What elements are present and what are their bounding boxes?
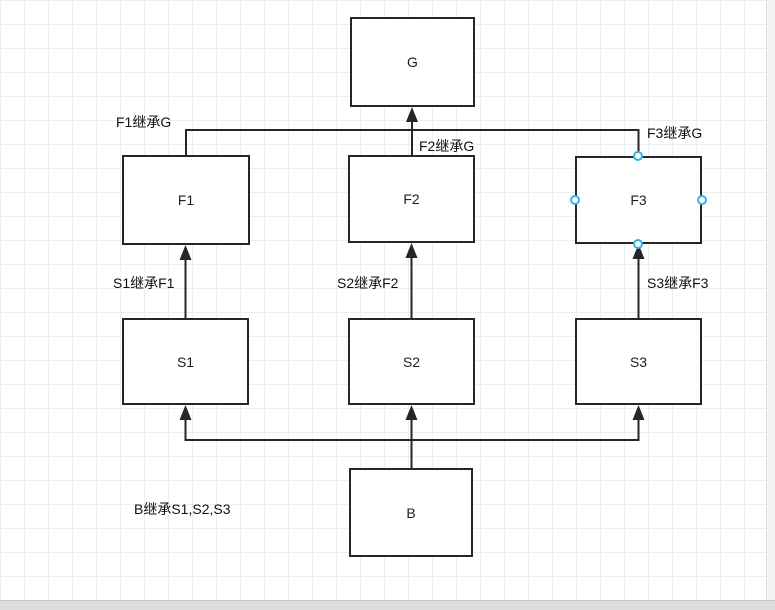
edge-label-s1-f1[interactable]: S1继承F1 xyxy=(113,275,175,291)
node-b-label: B xyxy=(406,504,416,521)
node-s3[interactable]: S3 xyxy=(575,318,702,405)
node-g[interactable]: G xyxy=(350,17,475,107)
arrowhead-into-g xyxy=(406,107,418,122)
edge-label-s2-f2[interactable]: S2继承F2 xyxy=(337,275,399,291)
arrowhead-into-f2 xyxy=(405,243,418,258)
f3-handle-left[interactable] xyxy=(570,195,580,205)
node-s2[interactable]: S2 xyxy=(348,318,475,405)
edge-f1-g[interactable] xyxy=(185,129,412,155)
vertical-scrollbar[interactable] xyxy=(766,0,775,600)
node-f1[interactable]: F1 xyxy=(122,155,250,245)
arrowhead-into-s3 xyxy=(632,405,645,420)
edge-f3-g[interactable] xyxy=(412,129,640,156)
edge-b-s3[interactable] xyxy=(411,420,640,441)
arrowhead-into-f3 xyxy=(632,244,645,259)
node-f3-label: F3 xyxy=(630,192,647,208)
node-f2[interactable]: F2 xyxy=(348,155,475,243)
node-s2-label: S2 xyxy=(402,353,421,370)
node-f2-label: F2 xyxy=(403,191,420,207)
arrowhead-into-f1 xyxy=(179,245,192,260)
edge-label-f2-g[interactable]: F2继承G xyxy=(419,138,475,154)
node-b[interactable]: B xyxy=(349,468,473,557)
edge-label-f1-g[interactable]: F1继承G xyxy=(116,114,172,130)
f3-handle-top[interactable] xyxy=(633,151,643,161)
arrowhead-into-s1 xyxy=(179,405,192,420)
edge-label-b-s[interactable]: B继承S1,S2,S3 xyxy=(134,501,231,517)
f3-handle-bottom[interactable] xyxy=(633,239,643,249)
edge-b-s1[interactable] xyxy=(184,420,412,441)
edge-label-f3-g[interactable]: F3继承G xyxy=(647,125,703,141)
node-s1[interactable]: S1 xyxy=(122,318,249,405)
node-s1-label: S1 xyxy=(176,353,195,370)
arrowhead-into-s2 xyxy=(405,405,418,420)
node-f3[interactable]: F3 xyxy=(575,156,702,244)
edge-label-s3-f3[interactable]: S3继承F3 xyxy=(647,275,709,291)
node-f1-label: F1 xyxy=(177,192,195,208)
node-g-label: G xyxy=(407,54,418,70)
f3-handle-right[interactable] xyxy=(697,195,707,205)
node-s3-label: S3 xyxy=(629,353,648,370)
horizontal-scrollbar[interactable] xyxy=(0,600,775,610)
